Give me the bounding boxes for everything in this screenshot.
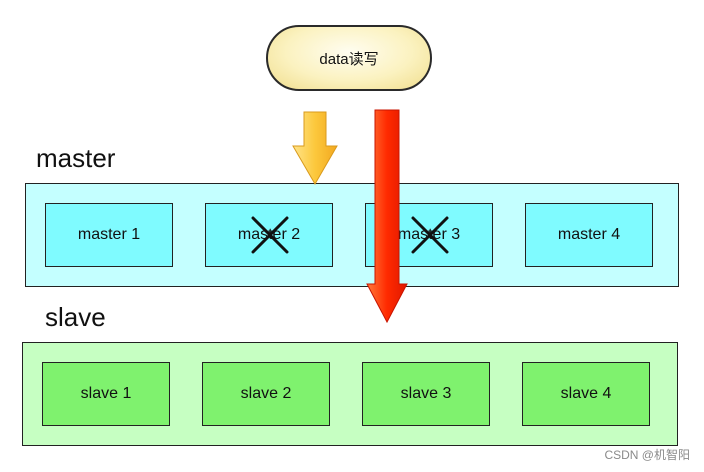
slave-node-4: slave 4 (522, 362, 650, 426)
master-node-1: master 1 (45, 203, 173, 267)
data-read-write-label: data读写 (319, 50, 379, 68)
watermark: CSDN @机智阳 (604, 448, 690, 462)
slave-node-3: slave 3 (362, 362, 490, 426)
data-read-write-node: data读写 (266, 25, 432, 91)
master-group-title: master (36, 143, 116, 173)
master-node-1-label: master 1 (77, 226, 141, 243)
master-node-2: master 2 (205, 203, 333, 267)
master-node-3-label: master 3 (397, 226, 461, 243)
slave-group-title: slave (45, 302, 106, 332)
slave-node-4-label: slave 4 (560, 385, 612, 402)
slave-node-2-label: slave 2 (240, 385, 292, 402)
yellow-down-arrow (292, 111, 338, 185)
slave-node-2: slave 2 (202, 362, 330, 426)
slave-node-1-label: slave 1 (80, 385, 132, 402)
master-node-4: master 4 (525, 203, 653, 267)
slave-node-3-label: slave 3 (400, 385, 452, 402)
master-node-4-label: master 4 (557, 226, 621, 243)
slave-node-1: slave 1 (42, 362, 170, 426)
master-node-3: master 3 (365, 203, 493, 267)
master-node-2-label: master 2 (237, 226, 301, 243)
